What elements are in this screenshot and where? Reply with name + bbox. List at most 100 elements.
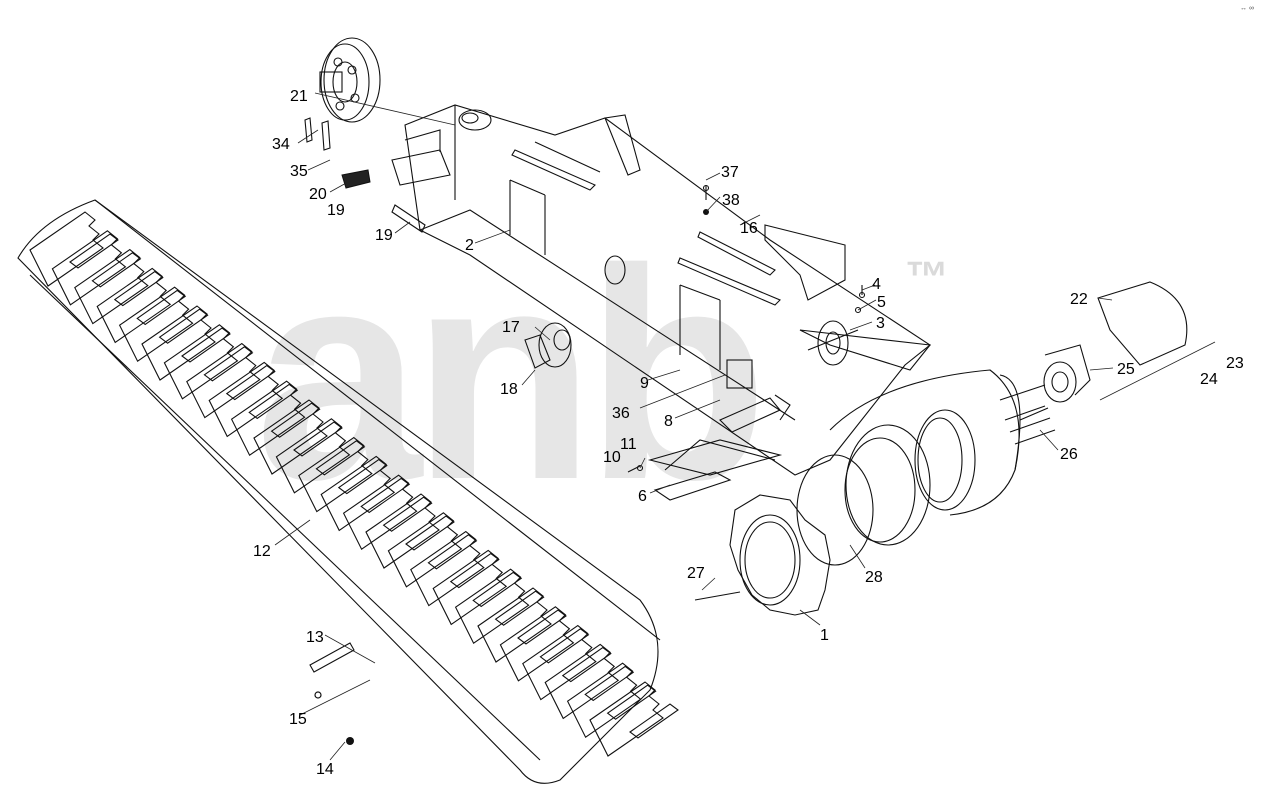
track-shoe	[387, 512, 463, 588]
track-shoe	[96, 267, 172, 344]
watermark-text: anb	[255, 206, 759, 542]
track-link	[203, 346, 254, 382]
track-shoe	[454, 568, 530, 645]
track-shoe	[29, 211, 104, 287]
track-link	[427, 534, 478, 570]
track-link	[584, 665, 635, 702]
track-link	[449, 552, 500, 589]
track-link	[225, 364, 276, 401]
callout-labels: 21 34 35 20 19 19 2 37 38 16 4 5 3 22 23…	[253, 88, 1244, 778]
track-shoe	[118, 286, 194, 363]
callout-24: 23	[1226, 355, 1244, 372]
track-belt	[17, 199, 679, 784]
track-link	[517, 609, 567, 645]
track-link	[382, 496, 433, 532]
track-link	[113, 270, 164, 307]
hydraulic-hub	[999, 344, 1091, 421]
track-link	[248, 383, 299, 420]
callout-12: 12	[253, 543, 271, 560]
main-frame	[404, 104, 932, 476]
track-link	[136, 289, 187, 326]
callout-20: 19	[327, 202, 345, 219]
track-shoe	[432, 549, 508, 626]
callout-23: 22	[1070, 291, 1088, 308]
track-link	[360, 477, 411, 514]
track-shoe	[298, 436, 373, 513]
tensioner-parts	[304, 117, 451, 233]
callout-27: 26	[1060, 446, 1078, 463]
track-shoe	[522, 624, 597, 701]
callout-9: 9	[640, 375, 649, 392]
callout-11: 11	[620, 436, 637, 453]
plates-6-9	[647, 397, 783, 501]
callout-15: 15	[289, 711, 307, 728]
track-shoe	[544, 643, 620, 720]
track-shoe	[51, 230, 127, 306]
track-shoe	[320, 455, 396, 532]
corner-mark: ↔ ∞	[1240, 5, 1254, 12]
track-link	[405, 515, 455, 551]
leader-lines	[274, 92, 1216, 761]
callout-10: 10	[603, 449, 621, 466]
track-shoe	[186, 342, 261, 419]
track-shoe	[365, 493, 440, 569]
callout-19: 19	[375, 227, 393, 244]
bolt-28	[694, 591, 741, 601]
drive-housing	[796, 369, 1021, 566]
callout-21: 20	[309, 186, 327, 203]
track-shoe	[141, 305, 216, 381]
track-link	[561, 646, 612, 683]
track-shoe	[410, 530, 485, 607]
callout-34: 34	[272, 136, 290, 153]
track-link	[629, 703, 679, 739]
track-link	[315, 440, 366, 476]
callout-6: 6	[638, 488, 647, 505]
track-shoe	[230, 380, 306, 457]
drive-cover	[1097, 281, 1188, 366]
track-shoe	[275, 418, 351, 494]
track-link	[494, 590, 545, 626]
track-link	[472, 571, 523, 608]
callout-3: 3	[876, 315, 885, 332]
track-shoe	[163, 324, 239, 400]
callout-18: 18	[500, 381, 518, 398]
callout-1: 1	[820, 627, 829, 644]
callout-5: 5	[877, 294, 886, 311]
track-link	[539, 628, 590, 664]
track-link	[270, 402, 321, 438]
callout-25: 24	[1200, 371, 1218, 388]
callout-16: 16	[740, 220, 758, 237]
callout-14: 14	[316, 761, 334, 778]
carrier-roller-17	[524, 322, 572, 369]
track-shoe	[342, 474, 418, 551]
callout-13: 13	[306, 629, 324, 646]
track-shoe	[253, 399, 328, 475]
track-shoe	[566, 662, 642, 739]
track-link	[91, 252, 142, 288]
callout-28: 27	[687, 565, 705, 582]
track-link	[181, 327, 231, 363]
sprocket-wheel	[729, 494, 831, 616]
callout-38: 38	[722, 192, 740, 209]
trademark-mark: ™	[905, 253, 949, 302]
bolts-27	[1004, 405, 1056, 445]
track-shoe	[589, 681, 664, 757]
track-shoe	[499, 606, 575, 682]
callout-4: 4	[872, 276, 881, 293]
track-shoe	[208, 361, 284, 438]
track-shoe	[477, 587, 552, 663]
callout-8: 8	[664, 413, 673, 430]
callout-2: 2	[465, 237, 474, 254]
callout-22: 21	[290, 88, 308, 105]
callout-17: 17	[502, 319, 520, 336]
callout-29: 28	[865, 569, 883, 586]
callout-36: 36	[612, 405, 630, 422]
track-link	[293, 421, 343, 457]
callout-35: 35	[290, 163, 308, 180]
track-link	[69, 233, 119, 269]
track-link	[606, 684, 657, 720]
track-link	[337, 458, 388, 495]
callout-37: 37	[721, 164, 739, 181]
callout-26: 25	[1117, 361, 1135, 378]
